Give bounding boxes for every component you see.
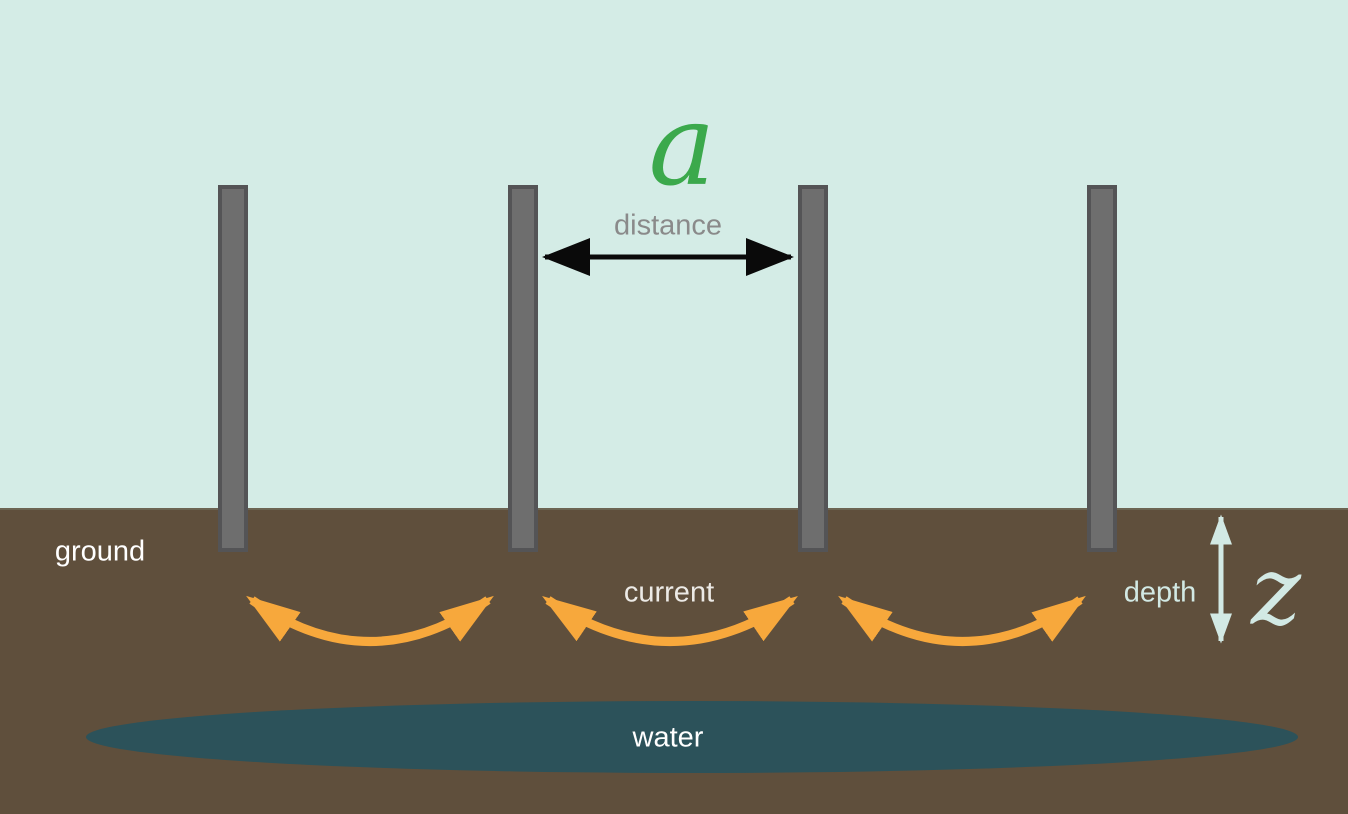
water-ellipse bbox=[86, 701, 1298, 773]
depth-symbol-label: z bbox=[1250, 536, 1302, 647]
electrode-rod-3 bbox=[798, 185, 828, 552]
current-arrow-right bbox=[838, 595, 1086, 646]
depth-label: depth bbox=[1123, 576, 1197, 609]
water-label: water bbox=[632, 721, 704, 754]
electrode-rod-4 bbox=[1087, 185, 1117, 552]
current-label: current bbox=[623, 576, 715, 609]
electrode-rod-2 bbox=[508, 185, 538, 552]
ground-label: ground bbox=[54, 535, 146, 568]
spacing-symbol-label: a bbox=[648, 81, 716, 211]
electrode-rod-1 bbox=[218, 185, 248, 552]
current-arrow-left bbox=[246, 595, 494, 646]
distance-label: distance bbox=[613, 209, 723, 242]
current-arrow-middle bbox=[542, 595, 798, 646]
